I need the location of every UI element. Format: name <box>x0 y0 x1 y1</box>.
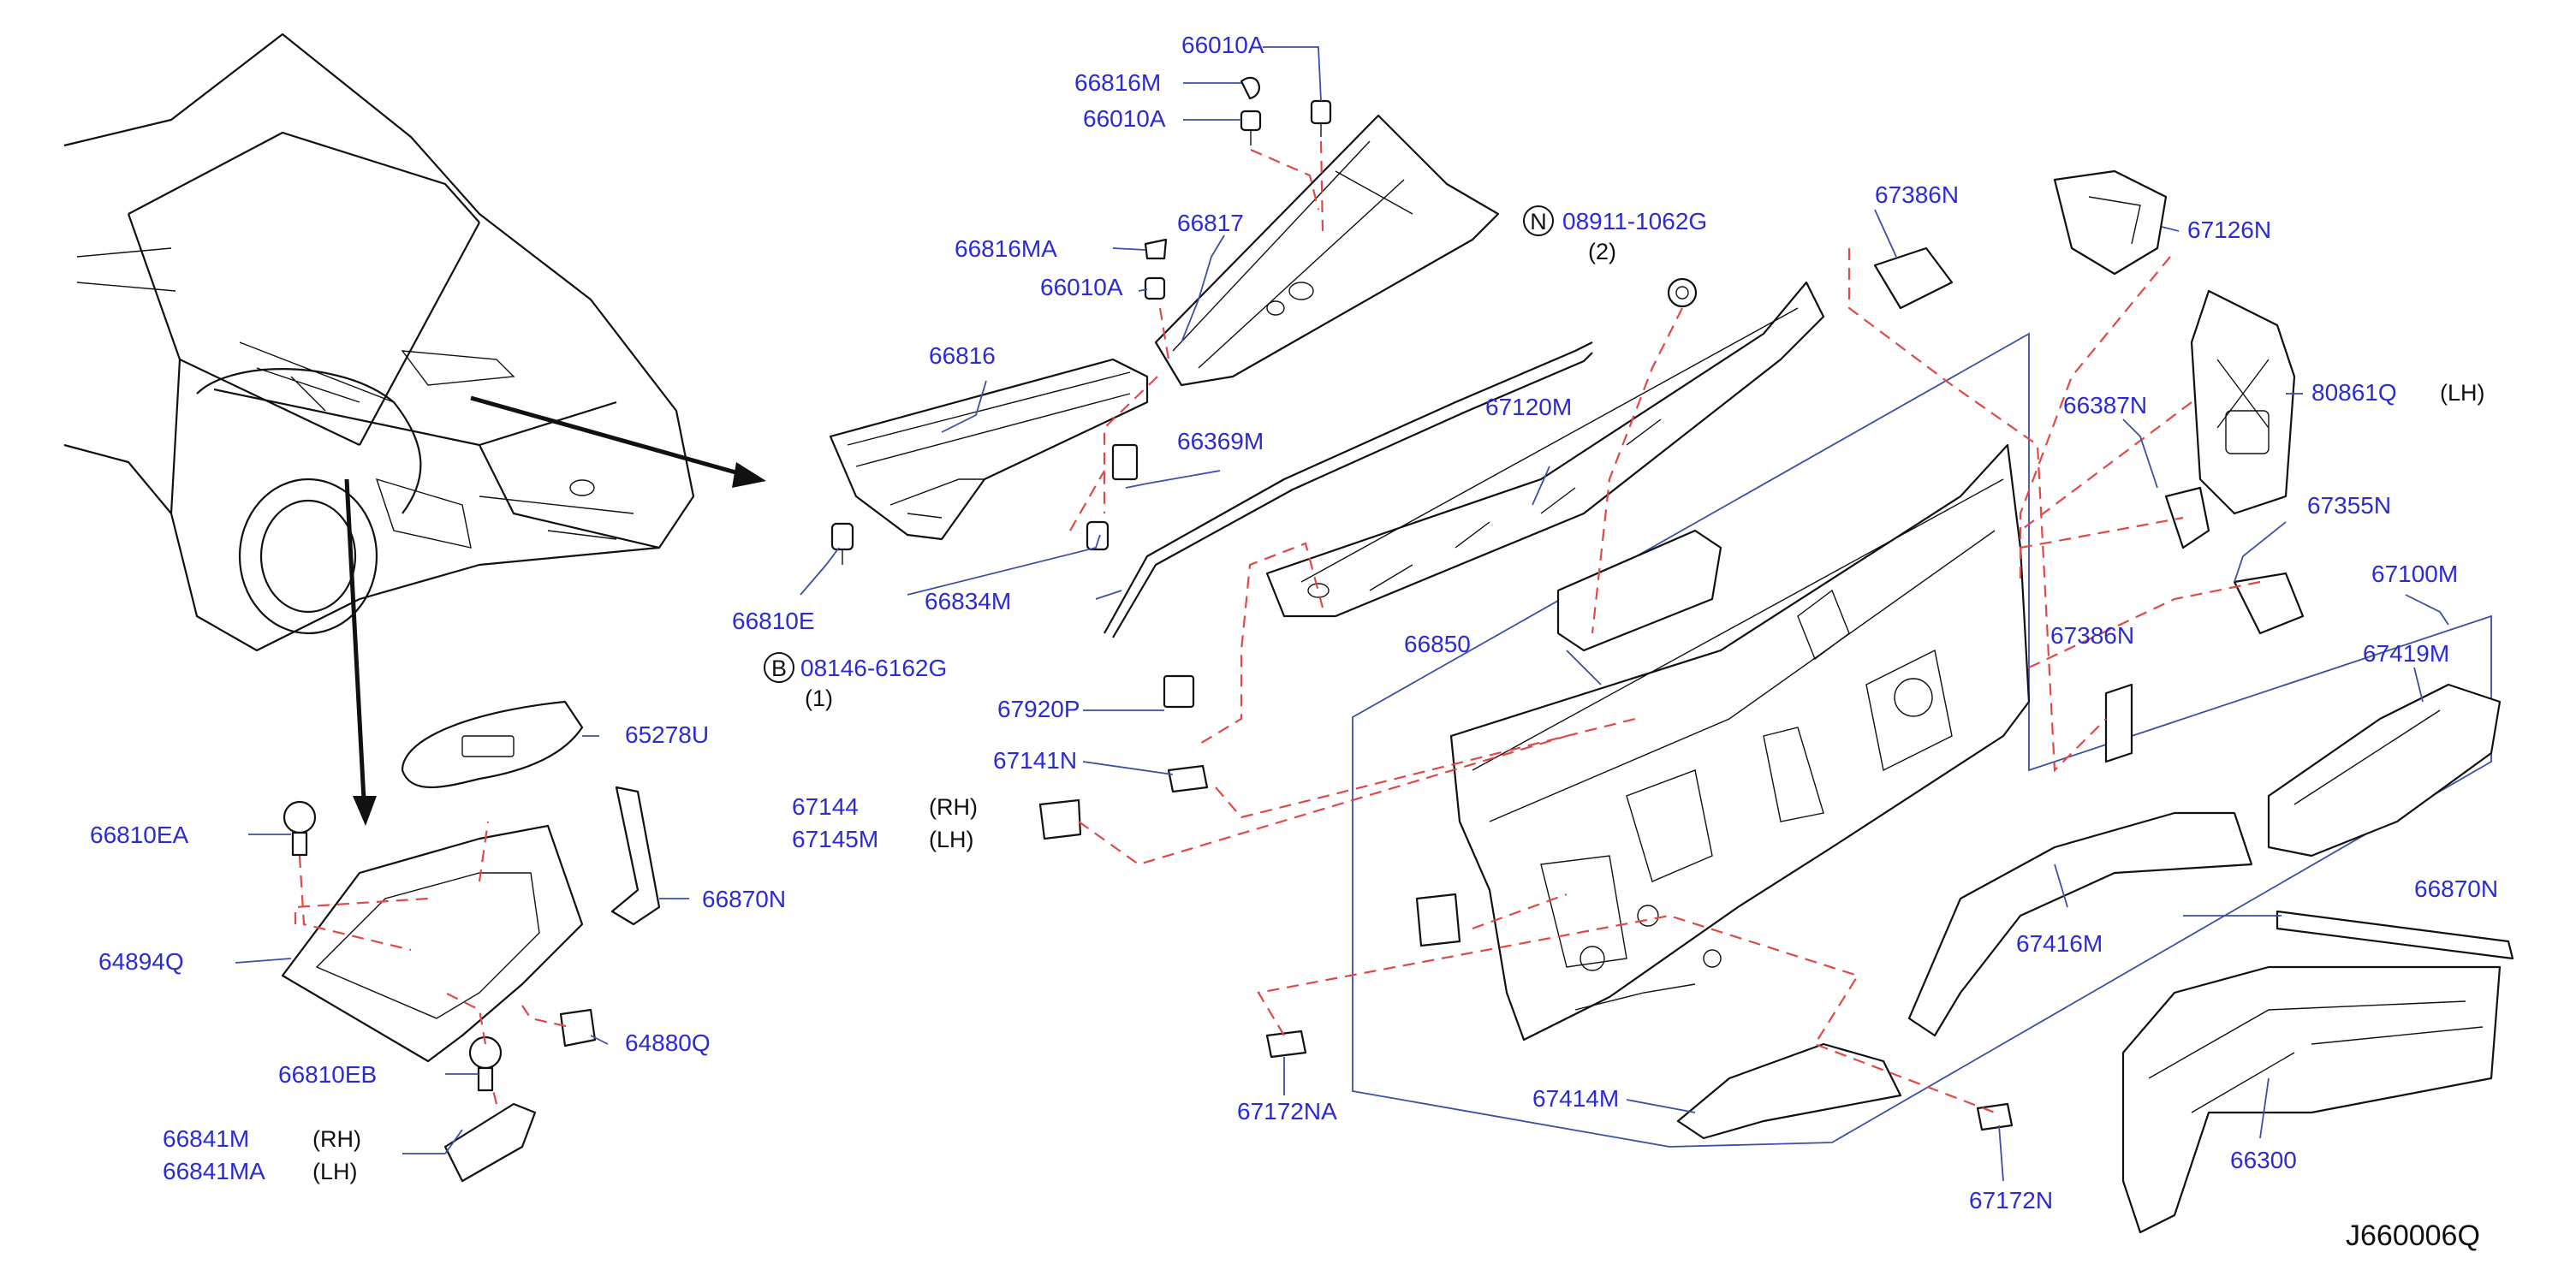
note-qty-2: (2) <box>1588 239 1616 264</box>
label-66810E: 66810E <box>732 608 815 634</box>
arrowhead-cover <box>353 796 377 826</box>
label-66816: 66816 <box>929 342 996 369</box>
label-67416M: 67416M <box>2016 930 2103 957</box>
dashed-links <box>294 140 2261 1114</box>
label-66850: 66850 <box>1404 631 1471 657</box>
label-67386N-top: 67386N <box>1875 181 1959 208</box>
note-rh-66841M: (RH) <box>312 1126 361 1152</box>
label-66369M: 66369M <box>1177 428 1264 454</box>
label-66841M: 66841M <box>163 1125 249 1152</box>
nut-symbol: N <box>1523 205 1554 236</box>
arrow-to-cowl <box>470 395 746 478</box>
label-64880Q: 64880Q <box>625 1030 711 1056</box>
label-66810EB: 66810EB <box>278 1061 377 1088</box>
label-67120M: 67120M <box>1485 394 1572 420</box>
label-67920P: 67920P <box>997 696 1080 722</box>
leader-lines <box>235 46 2449 1182</box>
right-components <box>1038 169 2514 1234</box>
note-lh-67145M: (LH) <box>929 827 974 852</box>
label-67386N-low: 67386N <box>2050 622 2134 649</box>
dash-panel-assembly <box>1352 332 2492 1148</box>
diagram-code: J660006Q <box>2346 1220 2480 1252</box>
label-80861Q: 80861Q <box>2311 379 2397 406</box>
note-lh-80861Q: (LH) <box>2440 380 2485 406</box>
label-66817: 66817 <box>1177 210 1244 236</box>
dash-group-frame <box>1352 332 2492 1148</box>
label-64894Q: 64894Q <box>98 948 184 975</box>
notes: (2) (1) (RH) (LH) (RH) (LH) (LH) <box>312 239 2485 1184</box>
label-66834M: 66834M <box>925 588 1011 614</box>
note-lh-66841MA: (LH) <box>312 1159 358 1184</box>
label-66816M: 66816M <box>1074 69 1161 96</box>
label-66870N-left: 66870N <box>702 886 786 912</box>
label-67419M: 67419M <box>2363 640 2449 667</box>
fastener-clips <box>830 76 1698 565</box>
label-66387N: 66387N <box>2063 392 2147 418</box>
note-qty-1: (1) <box>805 685 833 711</box>
label-66870N-right: 66870N <box>2414 875 2498 902</box>
bolt-symbol: B <box>764 652 794 683</box>
label-66841MA: 66841MA <box>163 1158 265 1184</box>
label-67100M: 67100M <box>2371 561 2458 587</box>
label-67414M: 67414M <box>1532 1085 1619 1112</box>
label-67126N: 67126N <box>2187 217 2271 243</box>
label-66300: 66300 <box>2230 1147 2297 1173</box>
note-rh-67144: (RH) <box>929 794 978 820</box>
cowl-cover-assembly <box>281 700 661 1183</box>
nut-symbol-letter: N <box>1530 209 1547 234</box>
label-67145M: 67145M <box>792 826 878 852</box>
label-67172NA: 67172NA <box>1237 1098 1337 1125</box>
label-65278U: 65278U <box>625 721 709 748</box>
label-67144: 67144 <box>792 793 859 820</box>
label-66010A-mid: 66010A <box>1083 105 1166 132</box>
label-67172N: 67172N <box>1969 1187 2053 1214</box>
arrowhead-cowl <box>732 462 766 488</box>
label-67141N: 67141N <box>993 747 1077 774</box>
cowl-top-assembly <box>829 76 1825 638</box>
car-illustration <box>63 33 695 652</box>
arrow-to-cover <box>344 478 366 801</box>
label-66010A-low: 66010A <box>1040 274 1123 300</box>
part-labels: 66010A 66816M 66010A 66816MA 66817 66010… <box>90 32 2498 1214</box>
label-66816MA: 66816MA <box>955 235 1057 262</box>
label-66810EA: 66810EA <box>90 822 189 848</box>
label-08146: 08146-6162G <box>800 655 947 681</box>
label-08911: 08911-1062G <box>1562 208 1707 234</box>
label-67355N: 67355N <box>2307 492 2391 519</box>
label-66010A-top: 66010A <box>1181 32 1264 58</box>
bolt-symbol-letter: B <box>771 656 787 681</box>
